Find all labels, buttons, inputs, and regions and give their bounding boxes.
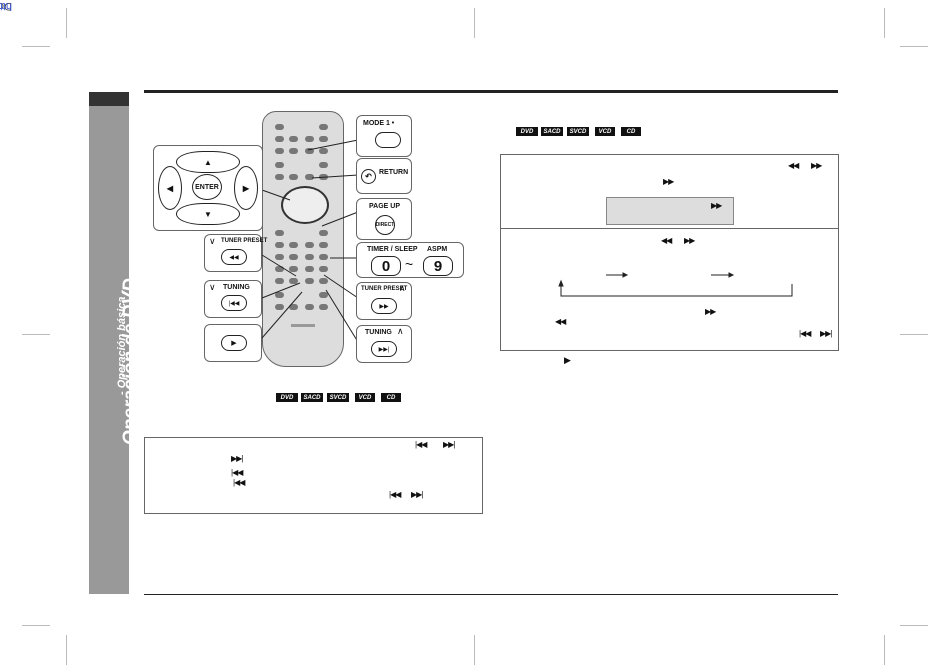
- crop-mark: [900, 46, 928, 47]
- section-sidebar: [89, 92, 129, 594]
- sidebar-tab-marker: [89, 92, 129, 106]
- left-arrow-icon: ◀: [166, 183, 174, 193]
- page-up-callout: PAGE UP DIRECT: [356, 198, 412, 240]
- skip-forward-icon: ▶▶|: [231, 454, 243, 463]
- direct-button[interactable]: DIRECT: [375, 215, 395, 235]
- crop-mark: [474, 8, 475, 38]
- down-arrow-icon: ▼: [204, 209, 212, 219]
- skip-back-icon: |◀◀: [389, 490, 401, 499]
- fast-forward-icon: ▶▶: [811, 161, 822, 170]
- tuner-preset-down-callout: ∨ TUNER PRESET ◀◀: [204, 234, 267, 272]
- up-arrow-button[interactable]: ▲: [176, 151, 240, 173]
- crop-mark: [22, 334, 50, 335]
- right-arrow-icon: ▶: [242, 183, 250, 193]
- crop-mark: [884, 635, 885, 665]
- disc-badge-sacd: SACD: [541, 127, 563, 136]
- chevron-down-icon: ∨: [209, 236, 216, 246]
- aspm-label: ASPM: [427, 246, 448, 253]
- disc-badge-dvd: DVD: [516, 127, 538, 136]
- navigation-pad-callout: ▲ ▼ ◀ ▶ ENTER: [153, 145, 263, 231]
- number-zero-button[interactable]: 0: [371, 256, 401, 276]
- footer-rule: [144, 594, 838, 595]
- return-callout: ↶ RETURN: [356, 158, 412, 194]
- rewind-icon: ◀◀: [661, 236, 672, 245]
- enter-button[interactable]: ENTER: [192, 174, 222, 200]
- speed-cycle-diagram: [558, 272, 793, 297]
- skip-forward-icon: ▶▶|: [411, 490, 423, 499]
- disc-badge-svcd: SVCD: [567, 127, 589, 136]
- tuner-preset-label: TUNER PRESET: [361, 286, 408, 292]
- disc-badge-vcd: VCD: [595, 127, 615, 136]
- up-arrow-icon: ▲: [204, 157, 212, 167]
- return-label: RETURN: [379, 169, 409, 176]
- mode-button[interactable]: [375, 132, 401, 148]
- tuner-preset-up-callout: TUNER PRESET ∧ ▶▶: [356, 282, 412, 320]
- play-button[interactable]: ▶: [221, 335, 247, 351]
- tuning-label: TUNING: [365, 329, 392, 336]
- rewind-icon: ◀◀: [555, 317, 566, 326]
- crop-mark: [900, 625, 928, 626]
- disc-badge-vcd: VCD: [355, 393, 375, 402]
- mode-callout: MODE 1 •: [356, 115, 412, 157]
- skip-forward-icon: ▶▶|: [443, 440, 455, 449]
- fast-forward-icon: ▶▶: [705, 307, 716, 316]
- disc-badge-svcd: SVCD: [327, 393, 349, 402]
- range-tilde: ~: [405, 256, 414, 272]
- on-screen-display: ▶▶: [606, 197, 734, 225]
- crop-mark: [66, 8, 67, 38]
- crop-mark: [66, 635, 67, 665]
- skip-back-icon: |◀◀: [233, 478, 245, 487]
- crop-mark: [884, 8, 885, 38]
- number-keys-callout: TIMER / SLEEP ASPM 0 ~ 9: [356, 242, 464, 278]
- return-button[interactable]: ↶: [361, 169, 376, 184]
- page-up-label: PAGE UP: [369, 203, 400, 210]
- fast-forward-icon: ▶▶: [684, 236, 695, 245]
- crop-mark: [22, 625, 50, 626]
- chevron-up-icon: ∧: [397, 326, 404, 336]
- skip-forward-button[interactable]: ▶▶|: [371, 341, 397, 357]
- crop-mark: [474, 635, 475, 665]
- tuning-up-callout: TUNING ∧ ▶▶|: [356, 325, 412, 363]
- disc-badge-dvd: DVD: [276, 393, 298, 402]
- rewind-button[interactable]: ◀◀: [221, 249, 247, 265]
- skip-back-button[interactable]: |◀◀: [221, 295, 247, 311]
- skip-back-icon: |◀◀: [415, 440, 427, 449]
- fast-forward-icon: ▶▶: [663, 177, 674, 186]
- rewind-icon: ◀◀: [229, 254, 239, 261]
- skip-info-box: |◀◀ ▶▶| ▶▶| |◀◀ |◀◀ |◀◀ ▶▶|: [144, 437, 483, 514]
- tuner-preset-label: TUNER PRESET: [221, 238, 268, 244]
- tuning-down-callout: ∨ TUNING |◀◀: [204, 280, 262, 318]
- right-arrow-button[interactable]: ▶: [234, 166, 258, 210]
- skip-forward-icon: ▶▶|: [820, 329, 832, 338]
- disc-badge-cd: CD: [621, 127, 641, 136]
- disc-badge-sacd: SACD: [301, 393, 323, 402]
- down-arrow-button[interactable]: ▼: [176, 203, 240, 225]
- play-icon: ▶: [231, 340, 237, 347]
- skip-back-icon: |◀◀: [799, 329, 811, 338]
- fast-forward-button[interactable]: ▶▶: [371, 298, 397, 314]
- crop-mark: [900, 334, 928, 335]
- search-info-box: ◀◀ ▶▶ ▶▶ ▶▶ ◀◀ ▶▶ ▶▶ ◀◀ |◀◀ ▶▶|: [500, 154, 839, 351]
- skip-back-icon: |◀◀: [228, 300, 240, 307]
- box-divider: [501, 228, 838, 229]
- remote-control-illustration: [262, 111, 344, 367]
- fast-forward-icon: ▶▶: [711, 201, 722, 210]
- disc-badge-cd: CD: [381, 393, 401, 402]
- chevron-up-icon: ∧: [399, 283, 406, 293]
- skip-forward-icon: ▶▶|: [378, 346, 390, 353]
- skip-back-icon: |◀◀: [231, 468, 243, 477]
- chevron-down-icon: ∨: [209, 282, 216, 292]
- crop-mark: [22, 46, 50, 47]
- play-icon: ▶: [564, 355, 571, 365]
- tuning-label: TUNING: [223, 284, 250, 291]
- number-nine-button[interactable]: 9: [423, 256, 453, 276]
- header-rule: [144, 90, 838, 93]
- timer-sleep-label: TIMER / SLEEP: [367, 246, 418, 253]
- fast-forward-icon: ▶▶: [379, 303, 389, 310]
- mode-label: MODE 1 •: [363, 120, 395, 127]
- play-callout: ▶: [204, 324, 262, 362]
- left-arrow-button[interactable]: ◀: [158, 166, 182, 210]
- rewind-icon: ◀◀: [788, 161, 799, 170]
